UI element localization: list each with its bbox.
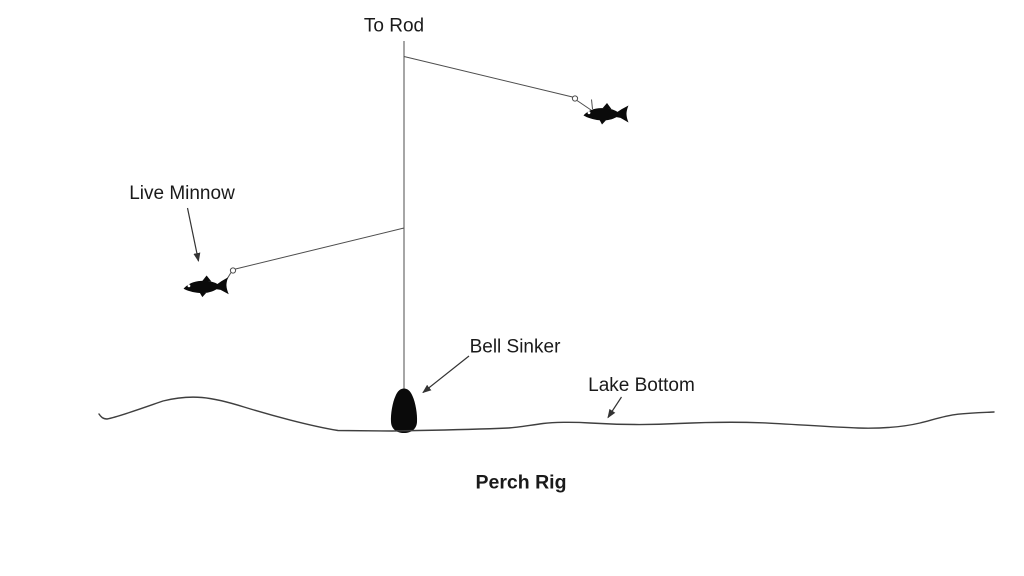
bell-sinker-label: Bell Sinker — [470, 337, 561, 358]
lake-bottom-arrow — [607, 396, 623, 419]
live-minnow-label: Live Minnow — [129, 183, 235, 204]
upper-hook-snell — [576, 100, 592, 111]
bell-sinker-arrow — [422, 355, 470, 394]
lower-swivel-ring-icon — [229, 267, 237, 274]
diagram-caption: Perch Rig — [475, 472, 566, 494]
upper-minnow-fish-icon — [583, 103, 629, 125]
upper-dropper-line — [403, 56, 573, 98]
live-minnow-arrow — [186, 207, 201, 262]
upper-hook-shank — [591, 99, 593, 110]
bell-sinker-icon — [390, 388, 418, 433]
upper-swivel-ring-icon — [571, 95, 579, 102]
lake-bottom-label: Lake Bottom — [588, 375, 695, 396]
lower-minnow-fish-icon — [183, 274, 229, 298]
lake-bottom-line — [98, 396, 995, 432]
lower-dropper-line — [235, 227, 405, 270]
to-rod-label: To Rod — [364, 16, 424, 37]
